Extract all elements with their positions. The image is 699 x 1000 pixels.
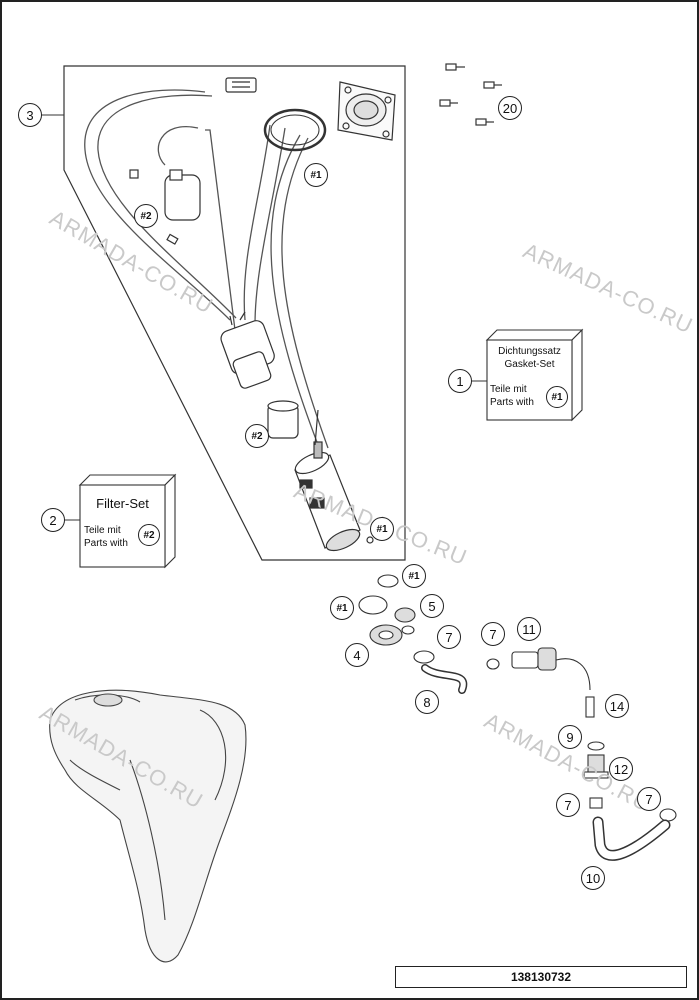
callout-14: 14	[605, 694, 629, 718]
callout-7: 7	[556, 793, 580, 817]
callout-1: 1	[448, 369, 472, 393]
assembly-outline	[63, 65, 406, 561]
callout-5: 5	[420, 594, 444, 618]
callout-8: 8	[415, 690, 439, 714]
screws	[439, 63, 502, 126]
gasket-set-label: Dichtungssatz Gasket-Set	[487, 345, 572, 371]
ref-callout-2: #2	[138, 524, 160, 546]
filter-set-title: Filter-Set	[96, 496, 149, 511]
callout-7: 7	[637, 787, 661, 811]
gasket-set-parts: Teile mit Parts with	[490, 383, 550, 409]
hose-10	[589, 797, 677, 822]
filter-set-parts: Teile mit Parts with	[84, 524, 144, 550]
ref-callout-2: #2	[245, 424, 269, 448]
callout-20: 20	[498, 96, 522, 120]
callout-12: 12	[609, 757, 633, 781]
fitting-12	[583, 741, 609, 779]
callout-4: 4	[345, 643, 369, 667]
pressure-regulator	[220, 311, 275, 389]
callout-9: 9	[558, 725, 582, 749]
seal-parts	[358, 574, 435, 664]
inline-filter	[129, 169, 201, 245]
ref-callout-1: #1	[370, 517, 394, 541]
callout-3: 3	[18, 103, 42, 127]
callout-2: 2	[41, 508, 65, 532]
gasket-set-line: Teile mit	[490, 384, 527, 395]
quick-connector	[486, 647, 591, 691]
pump-cover	[337, 81, 396, 141]
callout-7: 7	[481, 622, 505, 646]
connector	[225, 77, 257, 93]
gasket-set-line: Parts with	[490, 397, 534, 408]
ref-callout-1: #1	[330, 596, 354, 620]
callout-10: 10	[581, 866, 605, 890]
ref-callout-1: #1	[546, 386, 568, 408]
plug-14	[585, 696, 595, 718]
fuel-pump	[294, 409, 374, 552]
callout-11: 11	[517, 617, 541, 641]
gasket-set-line: Dichtungssatz	[498, 346, 561, 357]
fuel-lines	[84, 89, 329, 451]
filter-set-line: Parts with	[84, 538, 128, 549]
ref-callout-2: #2	[134, 204, 158, 228]
callout-7: 7	[437, 625, 461, 649]
flange-ring	[263, 108, 327, 152]
gasket-set-line: Gasket-Set	[504, 359, 555, 370]
fuel-tank	[49, 689, 247, 963]
strainer-sleeve	[267, 400, 299, 439]
filter-set-line: Teile mit	[84, 525, 121, 536]
diagram-id: 138130732	[395, 966, 687, 988]
filter-set-box	[78, 473, 177, 569]
ref-callout-1: #1	[304, 163, 328, 187]
ref-callout-1: #1	[402, 564, 426, 588]
